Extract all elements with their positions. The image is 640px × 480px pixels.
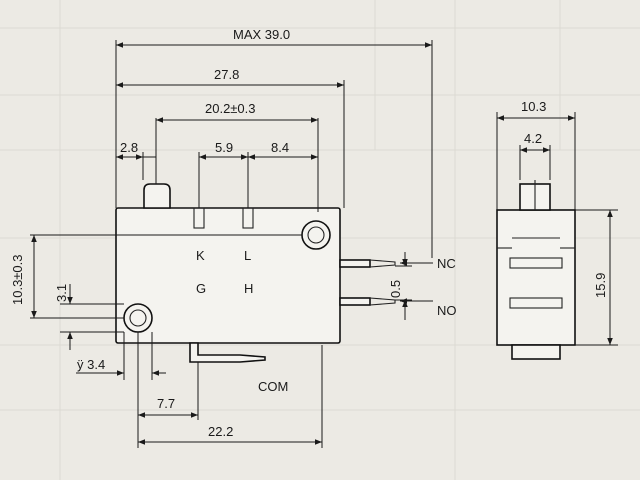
mount-hole-top [301,220,331,250]
mount-hole-bottom-inner [129,309,147,327]
dim-com-length: 22.2 [208,424,233,439]
label-no: NO [437,303,457,318]
actuator-button [143,183,171,209]
label-h: H [244,281,253,296]
label-g: G [196,281,206,296]
label-com: COM [258,379,288,394]
nc-terminal [339,259,371,268]
label-l: L [244,248,251,263]
dim-body: 27.8 [214,67,239,82]
mount-hole-top-inner [307,226,325,244]
dim-com-offset: 7.7 [157,396,175,411]
dim-span: 20.2±0.3 [205,101,256,116]
dim-gap1: 5.9 [215,140,233,155]
no-terminal [339,297,371,306]
side-slot-1 [509,257,563,269]
side-body [496,209,576,346]
dim-side-height: 15.9 [593,273,608,298]
mount-hole-bottom [123,303,153,333]
dim-gap2: 8.4 [271,140,289,155]
side-slot-2 [509,297,563,309]
dim-side-inner: 4.2 [524,131,542,146]
label-nc: NC [437,256,456,271]
nc-terminal-tip [369,259,396,268]
dim-max: MAX 39.0 [233,27,290,42]
com-terminal [189,342,266,363]
dim-nc-no-gap: 0.5 [388,280,403,298]
dim-hole-diameter: ÿ 3.4 [77,357,105,372]
side-foot [511,344,561,360]
dim-pin: 2.8 [120,140,138,155]
label-k: K [196,248,205,263]
dim-hole-offset: 3.1 [54,284,69,302]
dim-height: 10.3±0.3 [10,254,25,305]
switch-body [115,207,341,344]
no-terminal-tip [369,297,396,306]
dim-side-width: 10.3 [521,99,546,114]
extension-lines [115,40,433,448]
